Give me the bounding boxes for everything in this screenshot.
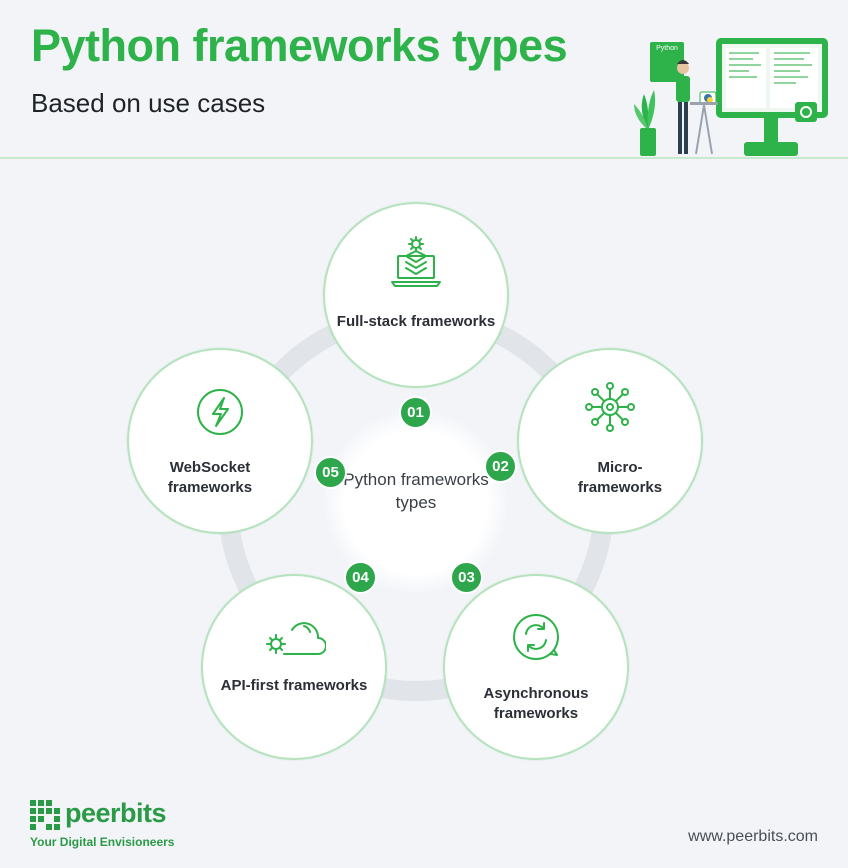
node-label: API-first frameworks <box>220 677 368 694</box>
brand-name: peerbits <box>65 798 167 828</box>
lightning-circle-icon <box>197 389 243 435</box>
badge-03: 03 <box>450 561 483 594</box>
badge-04: 04 <box>344 561 377 594</box>
cloud-gear-icon <box>266 622 326 655</box>
illustration-screen-label: Python <box>656 45 678 52</box>
developer-illustration: Python <box>634 38 828 156</box>
badge-01: 01 <box>399 396 432 429</box>
header-divider <box>0 157 848 159</box>
node-label: WebSocket frameworks <box>167 459 253 496</box>
node-label: Full-stack frameworks <box>336 313 496 330</box>
node-full-stack: Full-stack frameworks <box>323 202 509 388</box>
laptop-gear-layers-icon <box>391 236 441 287</box>
page-subtitle: Based on use cases <box>31 88 266 118</box>
node-label: Asynchronous frameworks <box>483 685 589 722</box>
node-api-first: API-first frameworks <box>201 574 387 760</box>
node-websocket: WebSocket frameworks <box>127 348 313 534</box>
page-title: Python frameworks types <box>31 20 568 71</box>
circular-sync-icon <box>513 614 559 660</box>
node-asynchronous: Asynchronous frameworks <box>443 574 629 760</box>
network-hub-icon <box>585 382 635 432</box>
brand-tagline: Your Digital Envisioneers <box>30 835 175 849</box>
badge-05: 05 <box>314 456 347 489</box>
node-label: Micro- frameworks <box>577 459 663 496</box>
center-label: Python frameworks types <box>343 470 489 512</box>
badge-02: 02 <box>484 450 517 483</box>
peerbits-logo-icon <box>30 800 60 830</box>
website-link[interactable]: www.peerbits.com <box>688 828 818 845</box>
node-micro: Micro- frameworks <box>517 348 703 534</box>
